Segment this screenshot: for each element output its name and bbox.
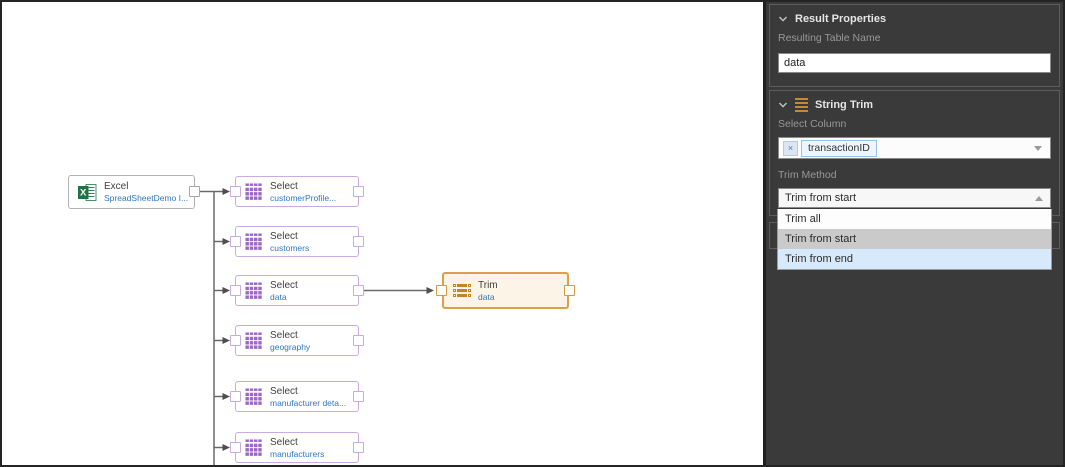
result-properties-section: Result Properties Resulting Table Name [769,4,1060,87]
chevron-down-icon[interactable] [1034,146,1042,151]
input-port[interactable] [230,235,241,247]
node-title: Select [270,436,298,448]
option-trim-all[interactable]: Trim all [778,209,1051,229]
chevron-up-icon[interactable] [1035,196,1043,201]
output-port[interactable] [353,390,364,402]
string-trim-header[interactable]: String Trim [778,97,1051,113]
output-port[interactable] [189,186,200,197]
table-grid-icon [245,182,262,200]
node-subtitle: manufacturer deta... [270,397,347,408]
table-grid-icon [245,387,262,405]
select-column-label: Select Column [778,118,847,130]
table-grid-icon [245,331,262,349]
select-node-geography[interactable]: Select geography [230,325,364,356]
select-node-data[interactable]: Select data [230,275,364,306]
node-title: Select [270,180,298,192]
trim-method-label: Trim Method [778,169,837,181]
output-port[interactable] [353,334,364,346]
input-port[interactable] [230,334,241,346]
section-title: Result Properties [795,13,887,25]
trim-icon [453,284,471,297]
select-column-field[interactable]: × transactionID [778,137,1051,159]
selected-column-tag[interactable]: transactionID [801,139,877,157]
connections-layer [200,188,434,465]
excel-source-node[interactable]: X Excel SpreadSheetDemo I... [68,175,200,209]
chevron-down-icon [778,102,788,108]
node-subtitle: SpreadSheetDemo I... [104,193,189,203]
input-port[interactable] [230,185,241,197]
node-subtitle: customers [270,242,310,253]
select-node-customers[interactable]: Select customers [230,226,364,257]
output-port[interactable] [564,284,575,296]
result-properties-header[interactable]: Result Properties [778,11,1051,27]
node-title: Excel [104,181,129,192]
output-port[interactable] [353,441,364,453]
node-subtitle: manufacturers [270,448,325,459]
node-title: Select [270,385,298,397]
input-port[interactable] [230,390,241,402]
trim-method-dropdown[interactable]: Trim from start [778,188,1051,208]
trim-node[interactable]: Trim data [436,272,575,309]
table-grid-icon [245,281,262,299]
properties-panel: Result Properties Resulting Table Name S… [763,2,1063,465]
section-title: String Trim [815,99,874,111]
table-grid-icon [245,232,262,250]
string-trim-icon [795,97,808,113]
node-subtitle: data [270,291,287,302]
node-title: Select [270,230,298,242]
table-name-label: Resulting Table Name [778,32,881,44]
remove-column-tag-button[interactable]: × [783,140,798,156]
trim-method-option-list: Trim all Trim from start Trim from end [777,209,1052,270]
input-port[interactable] [436,284,447,296]
input-port[interactable] [230,441,241,453]
string-trim-section: String Trim Select Column × transactionI… [769,90,1060,216]
output-port[interactable] [353,235,364,247]
chevron-down-icon [778,16,788,22]
input-port[interactable] [230,284,241,296]
output-port[interactable] [353,185,364,197]
table-grid-icon [245,438,262,456]
node-title: Select [270,329,298,341]
select-node-manufacturers[interactable]: Select manufacturers [230,432,364,463]
node-title: Select [270,279,298,291]
node-subtitle: data [478,291,495,302]
svg-text:X: X [80,187,87,198]
node-title: Trim [478,279,498,291]
option-trim-from-end[interactable]: Trim from end [778,249,1051,269]
table-name-input[interactable] [778,53,1051,73]
select-node-manufacturer-details[interactable]: Select manufacturer deta... [230,381,364,412]
dataflow-canvas[interactable]: X Excel SpreadSheetDemo I... Select [2,2,763,465]
node-subtitle: customerProfile... [270,192,337,203]
select-node-customerprofile[interactable]: Select customerProfile... [230,176,364,207]
excel-icon: X [78,183,97,201]
node-subtitle: geography [270,341,311,352]
trim-method-value: Trim from start [785,192,857,204]
option-trim-from-start[interactable]: Trim from start [778,229,1051,249]
output-port[interactable] [353,284,364,296]
